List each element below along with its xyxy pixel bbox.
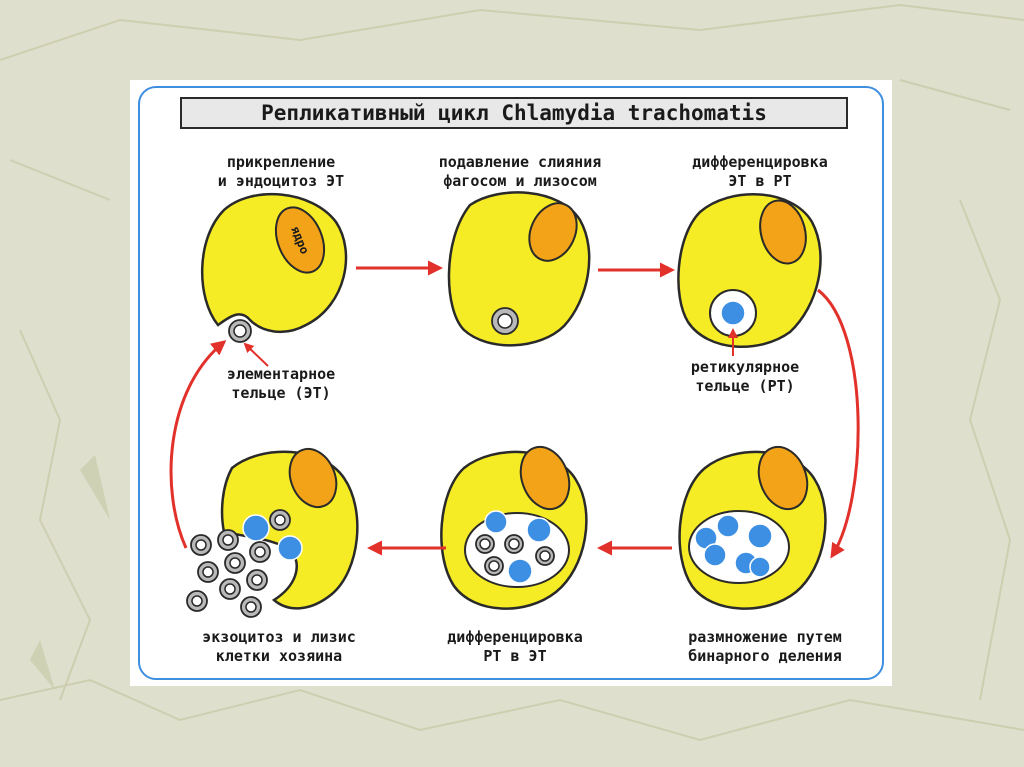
cell-5-differentiation — [440, 445, 588, 610]
stage-2-label: подавление слияния фагосом и лизосом — [400, 153, 640, 191]
cell-4-reticulate-bodies — [694, 514, 773, 578]
stage-5-label-line1: дифференцировка — [447, 628, 583, 646]
cell-6-lysis — [186, 447, 359, 618]
cell-6-nucleus — [288, 447, 338, 509]
stage-2-label-line2: фагосом и лизосом — [443, 172, 597, 190]
cell-3-differentiation — [677, 193, 822, 348]
diagram-title: Репликативный цикл Chlamydia trachomatis — [180, 97, 848, 129]
stage-1-label-line1: прикрепление — [226, 153, 336, 171]
arrow-3-to-4 — [817, 288, 860, 559]
cell-1-elementary-body — [228, 319, 252, 343]
stage-4-label: размножение путем бинарного деления — [650, 628, 880, 666]
stage-2-label-line1: подавление слияния — [438, 153, 602, 171]
cell-1-body — [201, 192, 348, 334]
cell-5-nucleus — [519, 445, 571, 511]
stage-3-label-line2: ЭТ в РТ — [728, 172, 792, 190]
stage-4-label-line2: бинарного деления — [688, 647, 842, 665]
stage-1-label: прикрепление и эндоцитоз ЭТ — [186, 153, 376, 191]
stage-1-label-line2: и эндоцитоз ЭТ — [217, 172, 345, 190]
arrow-6-to-1 — [169, 340, 227, 549]
cell-2-nucleus — [528, 202, 578, 262]
stage-5-label-line2: РТ в ЭТ — [483, 647, 547, 665]
elementary-body-label-line2: тельце (ЭТ) — [231, 384, 331, 402]
elementary-body-pointer — [243, 342, 269, 367]
reticulate-body-label-line1: ретикулярное — [690, 358, 800, 376]
cell-5-elementary-bodies — [475, 534, 555, 576]
cell-5-reticulate-bodies — [484, 510, 552, 584]
diagram-frame — [138, 86, 884, 680]
cell-1-nucleus — [274, 206, 326, 274]
stage-3-label-line1: дифференцировка — [692, 153, 828, 171]
cycle-arrows — [169, 260, 860, 559]
reticulate-body-label-line2: тельце (РТ) — [695, 377, 795, 395]
cell-4-binary-fission — [678, 445, 827, 610]
reticulate-body-label: ретикулярное тельце (РТ) — [655, 358, 835, 396]
cell-6-released-elementary-bodies — [186, 509, 291, 618]
cell-1-attachment: ядро — [201, 192, 348, 343]
stage-4-label-line1: размножение путем — [688, 628, 842, 646]
stage-5-label: дифференцировка РТ в ЭТ — [410, 628, 620, 666]
cell-6-released-reticulate-bodies — [242, 514, 303, 561]
elementary-body-label: элементарное тельце (ЭТ) — [196, 365, 366, 403]
stage-3-label: дифференцировка ЭТ в РТ — [660, 153, 860, 191]
cell-2-phagosome — [447, 191, 591, 347]
cell-3-reticulate-body — [720, 300, 746, 326]
elementary-body-label-line1: элементарное — [226, 365, 336, 383]
cell-3-nucleus — [759, 199, 807, 265]
stage-6-label-line1: экзоцитоз и лизис — [202, 628, 356, 646]
cell-4-nucleus — [757, 445, 809, 511]
cell-2-elementary-body — [491, 307, 519, 335]
stage-6-label-line2: клетки хозяина — [215, 647, 343, 665]
stage-6-label: экзоцитоз и лизис клетки хозяина — [164, 628, 394, 666]
